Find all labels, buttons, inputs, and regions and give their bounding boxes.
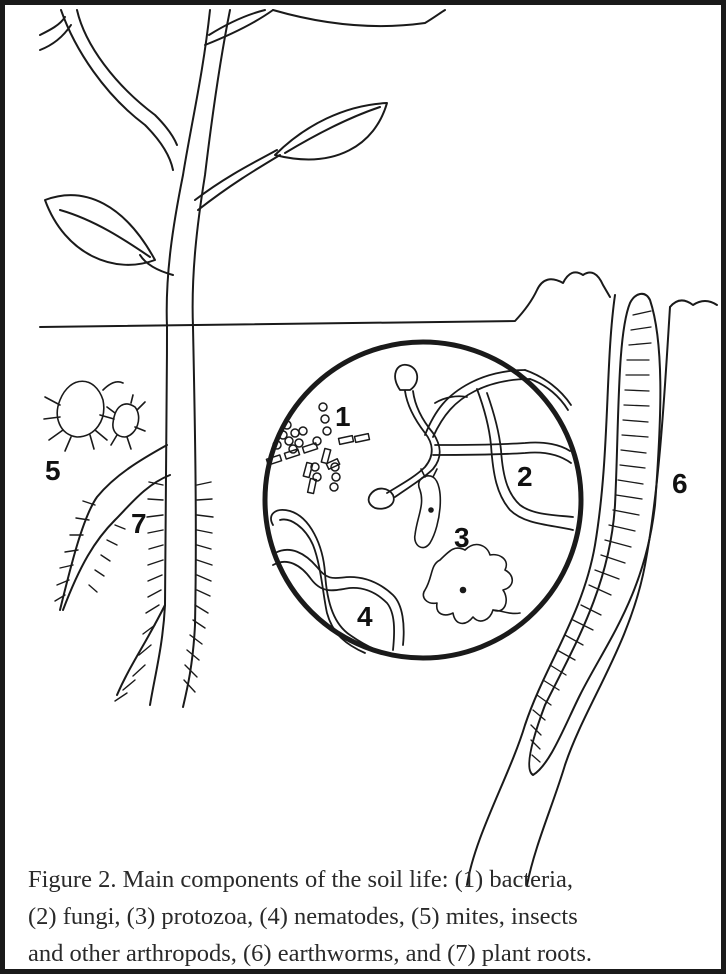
figure-caption: Figure 2. Main components of the soil li… — [28, 861, 718, 972]
leaf-right-vein — [285, 107, 380, 153]
label-fungi: 2 — [517, 463, 533, 491]
leaf-left-vein — [60, 210, 150, 257]
soil-surface-line — [40, 272, 610, 327]
caption-line: (2) fungi, (3) protozoa, (4) nematodes, … — [28, 898, 718, 935]
label-protozoa: 3 — [454, 524, 470, 552]
plant-shoot — [40, 10, 280, 327]
label-plant-roots: 7 — [131, 510, 147, 538]
fungi-hyphae — [369, 365, 573, 530]
leaf-top — [273, 10, 445, 26]
soil-life-illustration — [5, 5, 726, 979]
magnified-soil-circle — [265, 342, 581, 658]
label-bacteria: 1 — [335, 403, 351, 431]
bacteria — [266, 403, 369, 493]
label-nematodes: 4 — [357, 603, 373, 631]
label-earthworms: 6 — [672, 470, 688, 498]
caption-line: and other arthropods, (6) earthworms, an… — [28, 935, 718, 972]
soil-surface-right — [670, 300, 717, 307]
leaf-left — [45, 195, 155, 265]
caption-line: Figure 2. Main components of the soil li… — [28, 861, 718, 898]
plant-root — [60, 327, 196, 707]
label-mites: 5 — [45, 457, 61, 485]
mites-insects — [44, 381, 145, 451]
